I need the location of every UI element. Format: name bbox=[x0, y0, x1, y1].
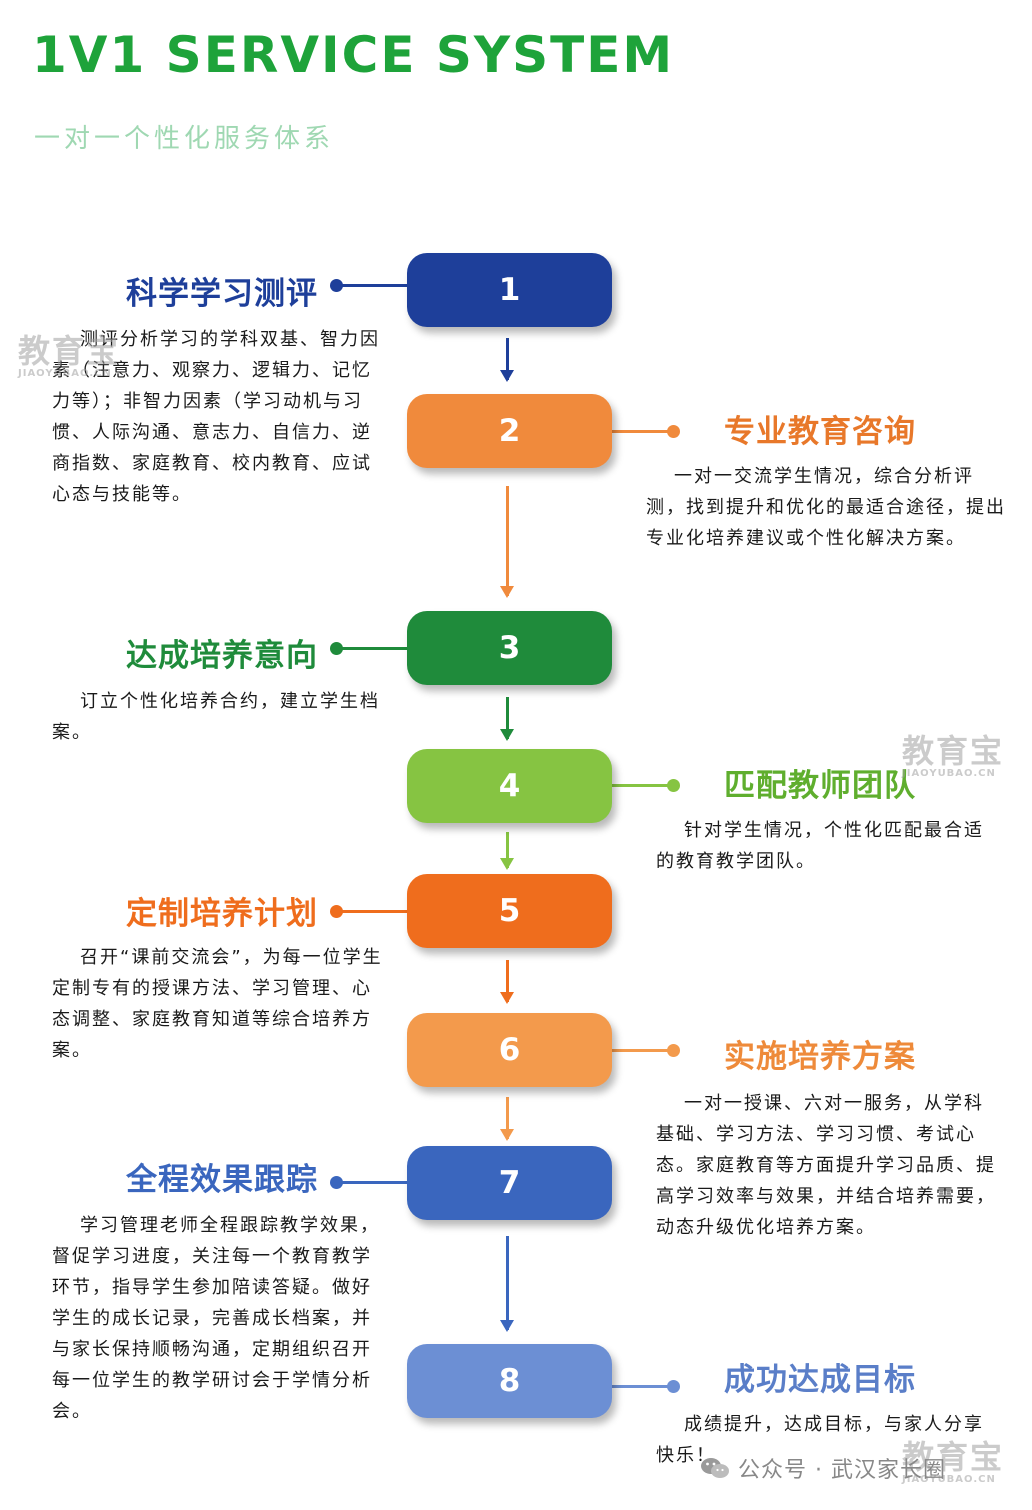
connector-1 bbox=[330, 279, 408, 292]
step-title-6: 实施培养方案 bbox=[724, 1039, 916, 1075]
step-box-7: 7 bbox=[407, 1146, 612, 1220]
step-number: 5 bbox=[498, 893, 521, 929]
step-title-1: 科学学习测评 bbox=[126, 276, 318, 312]
flow-arrow-6-7 bbox=[500, 1097, 514, 1141]
page-subtitle: 一对一个性化服务体系 bbox=[34, 124, 335, 154]
connector-2 bbox=[612, 425, 680, 438]
flow-arrow-3-4 bbox=[500, 697, 514, 741]
footer-account: 公众号 · 武汉家长圈 bbox=[700, 1452, 946, 1484]
step-box-2: 2 bbox=[407, 394, 612, 468]
footer-text: 公众号 · 武汉家长圈 bbox=[738, 1458, 946, 1483]
step-box-4: 4 bbox=[407, 749, 612, 823]
flow-arrow-5-6 bbox=[500, 960, 514, 1004]
step-number: 4 bbox=[498, 768, 521, 804]
connector-6 bbox=[612, 1044, 680, 1057]
step-box-1: 1 bbox=[407, 253, 612, 327]
step-number: 1 bbox=[498, 272, 521, 308]
step-title-4: 匹配教师团队 bbox=[724, 768, 916, 804]
page-title: 1V1 SERVICE SYSTEM bbox=[32, 26, 675, 84]
step-box-5: 5 bbox=[407, 874, 612, 948]
connector-8 bbox=[612, 1380, 680, 1393]
flow-arrow-2-3 bbox=[500, 486, 514, 598]
flow-arrow-1-2 bbox=[500, 338, 514, 382]
step-desc-1: 测评分析学习的学科双基、智力因素（注意力、观察力、逻辑力、记忆力等）；非智力因素… bbox=[52, 329, 380, 505]
step-title-5: 定制培养计划 bbox=[126, 896, 318, 932]
wechat-icon bbox=[700, 1456, 730, 1480]
connector-7 bbox=[330, 1176, 408, 1189]
step-desc-7: 学习管理老师全程跟踪教学效果，督促学习进度，关注每一个教育教学环节，指导学生参加… bbox=[52, 1215, 380, 1422]
step-desc-8: 成绩提升，达成目标，与家人分享快乐！ bbox=[656, 1414, 984, 1466]
flow-arrow-7-8 bbox=[500, 1236, 514, 1332]
step-number: 3 bbox=[498, 630, 521, 666]
step-box-3: 3 bbox=[407, 611, 612, 685]
step-desc-5: 召开“课前交流会”，为每一位学生定制专有的授课方法、学习管理、心态调整、家庭教育… bbox=[52, 947, 383, 1061]
step-title-8: 成功达成目标 bbox=[724, 1362, 916, 1398]
connector-3 bbox=[330, 642, 408, 655]
flow-arrow-4-5 bbox=[500, 832, 514, 870]
step-title-7: 全程效果跟踪 bbox=[126, 1162, 318, 1198]
step-number: 6 bbox=[498, 1032, 521, 1068]
step-title-2: 专业教育咨询 bbox=[724, 414, 916, 450]
step-title-3: 达成培养意向 bbox=[126, 638, 318, 674]
connector-5 bbox=[330, 905, 408, 918]
step-number: 7 bbox=[498, 1165, 521, 1201]
watermark-logo: 教育宝 JIAOYUBAO.CN bbox=[18, 332, 121, 379]
connector-4 bbox=[612, 779, 680, 792]
step-box-6: 6 bbox=[407, 1013, 612, 1087]
step-desc-3: 订立个性化培养合约，建立学生档案。 bbox=[52, 691, 380, 743]
step-box-8: 8 bbox=[407, 1344, 612, 1418]
step-desc-4: 针对学生情况，个性化匹配最合适的教育教学团队。 bbox=[656, 820, 984, 872]
step-desc-6: 一对一授课、六对一服务，从学科基础、学习方法、学习习惯、考试心态。家庭教育等方面… bbox=[656, 1093, 996, 1238]
step-number: 8 bbox=[498, 1363, 521, 1399]
step-desc-2: 一对一交流学生情况，综合分析评测，找到提升和优化的最适合途径，提出专业化培养建议… bbox=[646, 466, 1006, 549]
step-number: 2 bbox=[498, 413, 521, 449]
watermark-logo: 教育宝 JIAOYUBAO.CN bbox=[902, 1438, 1005, 1485]
watermark-logo: 教育宝 JIAOYUBAO.CN bbox=[902, 732, 1005, 779]
